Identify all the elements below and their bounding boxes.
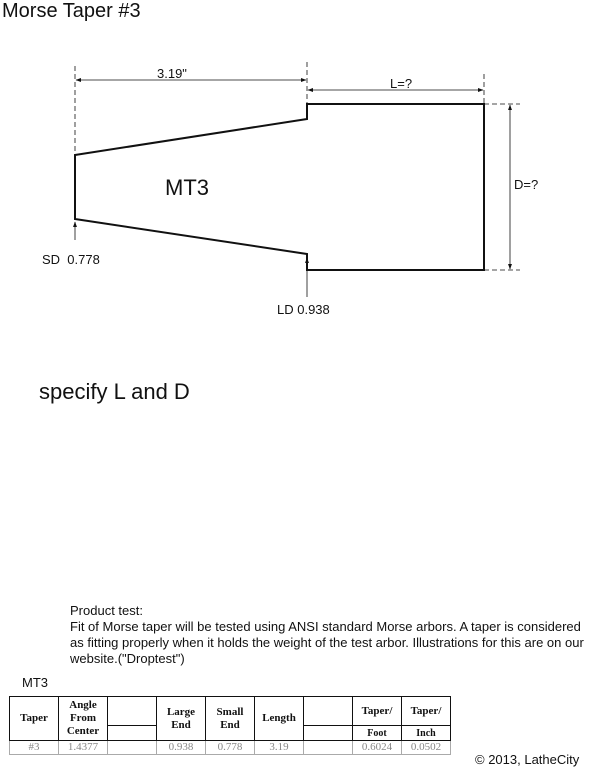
table-header-row: Taper Angle From Center Large End Small … bbox=[9, 696, 451, 741]
copyright-notice: © 2013, LatheCity bbox=[475, 752, 580, 767]
header-blank-1 bbox=[107, 696, 157, 726]
taper-drawing: 3.19" L=? D=? MT3 SD 0.778 LD 0.938 bbox=[42, 62, 538, 317]
cell-length: 3.19 bbox=[254, 740, 304, 755]
large-diameter-label: LD 0.938 bbox=[277, 302, 330, 317]
product-test-heading: Product test: bbox=[70, 603, 143, 618]
page-title: Morse Taper #3 bbox=[2, 0, 141, 22]
spec-table: Taper Angle From Center Large End Small … bbox=[9, 696, 451, 755]
header-taper: Taper bbox=[9, 696, 59, 741]
small-diameter-label: SD 0.778 bbox=[42, 252, 100, 267]
cell-taper-foot: 0.6024 bbox=[352, 740, 402, 755]
header-taper-foot-bottom: Foot bbox=[352, 725, 402, 741]
cell-angle: 1.4377 bbox=[58, 740, 108, 755]
header-taper-foot-top: Taper/ bbox=[352, 696, 402, 726]
cell-large-end: 0.938 bbox=[156, 740, 206, 755]
d-dimension-label: D=? bbox=[514, 177, 538, 192]
header-length: Length bbox=[254, 696, 304, 741]
header-angle: Angle From Center bbox=[58, 696, 108, 741]
header-blank-2 bbox=[303, 696, 353, 726]
cell-blank-2 bbox=[303, 740, 353, 755]
taper-center-label: MT3 bbox=[165, 175, 209, 200]
table-row: #3 1.4377 0.938 0.778 3.19 0.6024 0.0502 bbox=[9, 740, 451, 755]
part-outline bbox=[74, 103, 485, 271]
cell-small-end: 0.778 bbox=[205, 740, 255, 755]
subheader-blank-1 bbox=[107, 725, 157, 741]
cell-taper: #3 bbox=[9, 740, 59, 755]
header-small-end: Small End bbox=[205, 696, 255, 741]
header-large-end: Large End bbox=[156, 696, 206, 741]
l-dimension-label: L=? bbox=[390, 76, 412, 91]
cell-taper-inch: 0.0502 bbox=[401, 740, 451, 755]
product-test-body: Fit of Morse taper will be tested using … bbox=[70, 619, 584, 666]
header-taper-inch-bottom: Inch bbox=[401, 725, 451, 741]
instruction-text: specify L and D bbox=[39, 379, 190, 404]
cell-blank-1 bbox=[107, 740, 157, 755]
table-caption: MT3 bbox=[22, 675, 48, 690]
length-dimension-label: 3.19" bbox=[157, 66, 187, 81]
subheader-blank-2 bbox=[303, 725, 353, 741]
header-taper-inch-top: Taper/ bbox=[401, 696, 451, 726]
